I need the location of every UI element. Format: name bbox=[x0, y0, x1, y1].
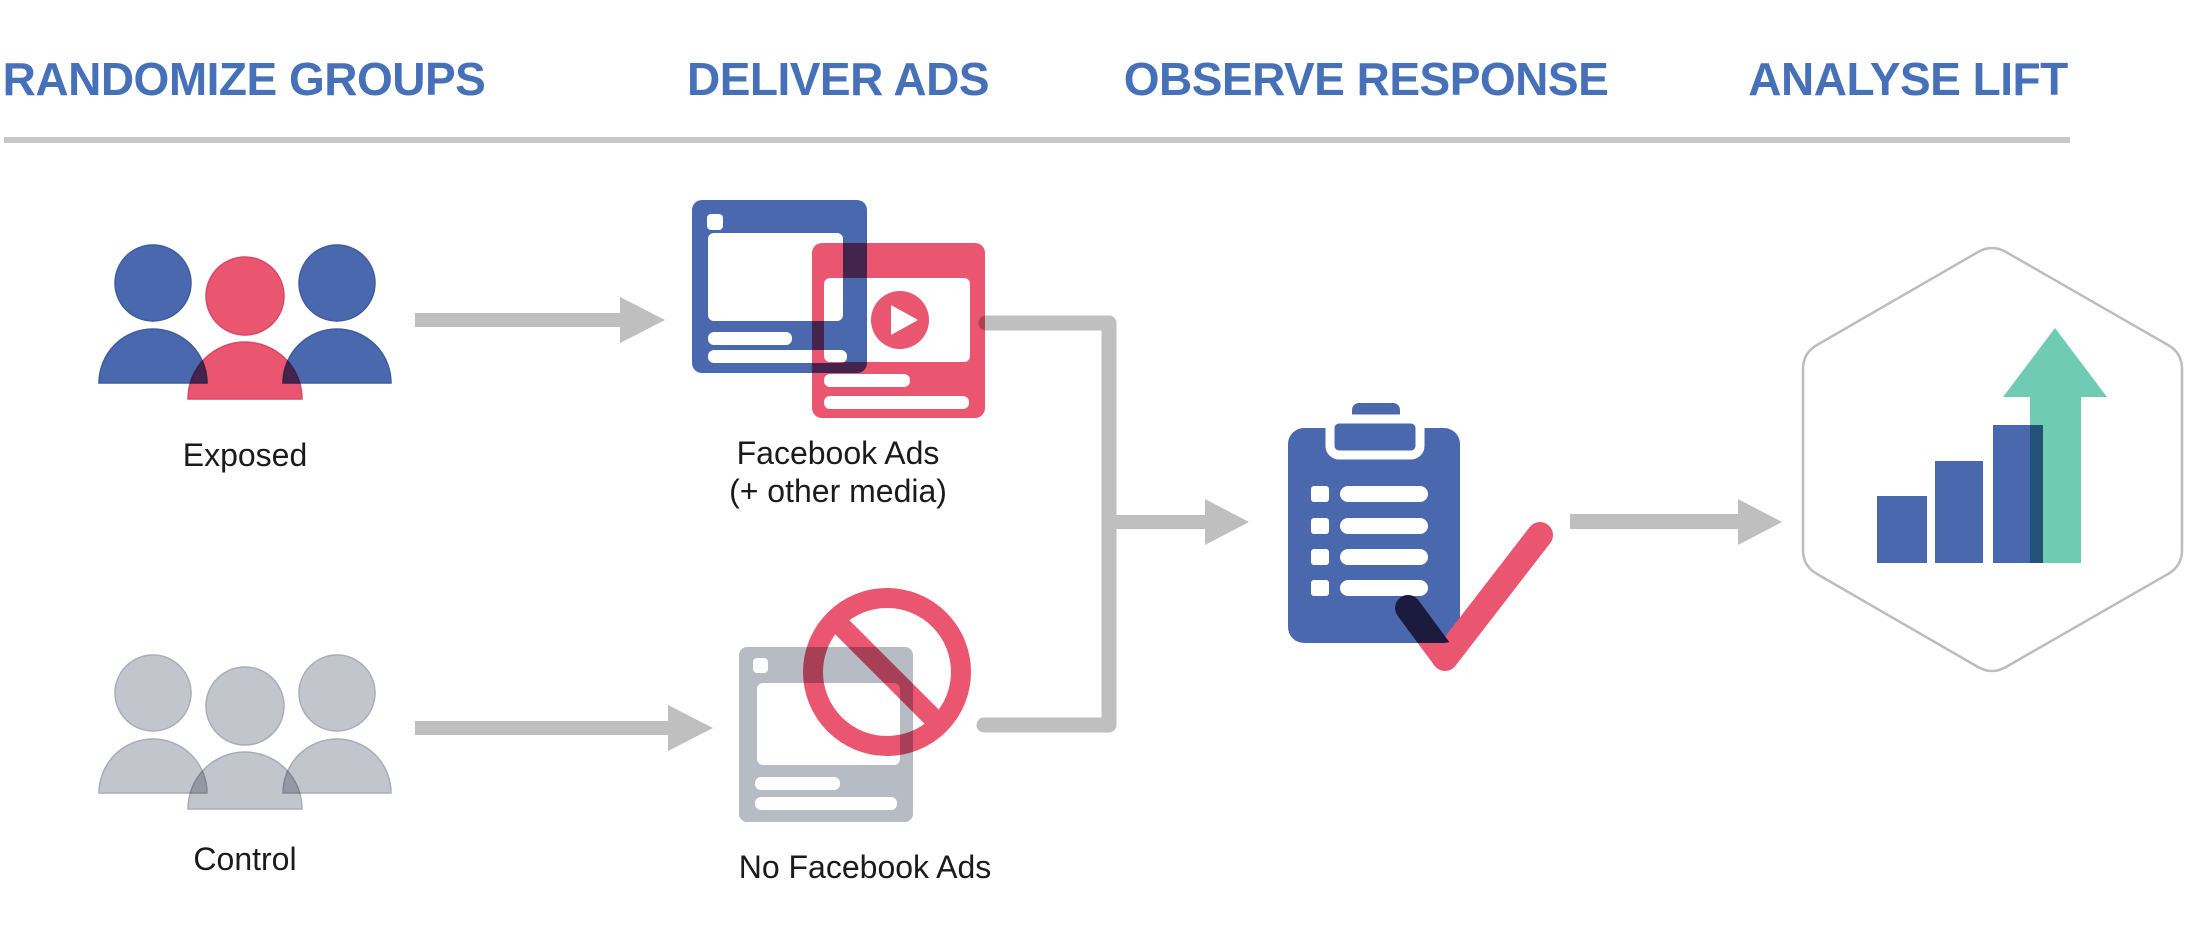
center-gray-person-icon bbox=[187, 666, 303, 810]
lift-chart-hexagon-icon bbox=[1801, 246, 2184, 673]
facebook-ads-label-line1: Facebook Ads bbox=[736, 435, 940, 471]
red-video-ad-window-icon bbox=[812, 243, 985, 418]
facebook-ads-label-line2: (+ other media) bbox=[729, 473, 947, 509]
checklist-rows bbox=[1311, 486, 1428, 596]
blue-people-icon bbox=[98, 244, 392, 384]
stage-header-observe-response: OBSERVE RESPONSE bbox=[1123, 53, 1609, 105]
clipboard-clip bbox=[1325, 414, 1425, 460]
checkmark-overlap-segment bbox=[1395, 595, 1458, 643]
control-people-group-icon bbox=[98, 654, 392, 810]
no-facebook-ads-label: No Facebook Ads bbox=[738, 849, 992, 885]
gray-people-icon bbox=[98, 654, 392, 794]
facebook-ads-icon bbox=[692, 200, 985, 418]
prohibition-icon bbox=[803, 588, 971, 756]
exposed-people-group-icon bbox=[98, 244, 392, 400]
stage-header-deliver-ads: DELIVER ADS bbox=[686, 53, 990, 105]
facebook-ads-label: Facebook Ads (+ other media) bbox=[729, 434, 947, 510]
clipboard-checklist-icon bbox=[1288, 403, 1553, 671]
arrow-control-to-noads-icon bbox=[415, 705, 713, 751]
stage-header-randomize-groups: RANDOMIZE GROUPS bbox=[2, 53, 486, 105]
clipboard-body bbox=[1288, 428, 1460, 643]
header-divider bbox=[4, 137, 2070, 143]
arrow-exposed-to-ads-icon bbox=[415, 297, 665, 343]
merge-bracket-connector-icon bbox=[976, 315, 1249, 733]
hexagon-outline bbox=[1801, 246, 2184, 673]
highlighted-person-icon bbox=[187, 256, 303, 400]
arrow-observe-to-analyse-icon bbox=[1570, 499, 1782, 545]
exposed-label: Exposed bbox=[182, 437, 308, 473]
play-icon bbox=[891, 305, 918, 335]
stage-header-analyse-lift: ANALYSE LIFT bbox=[1748, 53, 2068, 105]
no-facebook-ads-icon bbox=[739, 588, 971, 822]
control-label: Control bbox=[193, 841, 297, 877]
bar-chart-icon bbox=[1877, 425, 2043, 563]
lift-up-arrow-icon bbox=[2003, 328, 2107, 563]
